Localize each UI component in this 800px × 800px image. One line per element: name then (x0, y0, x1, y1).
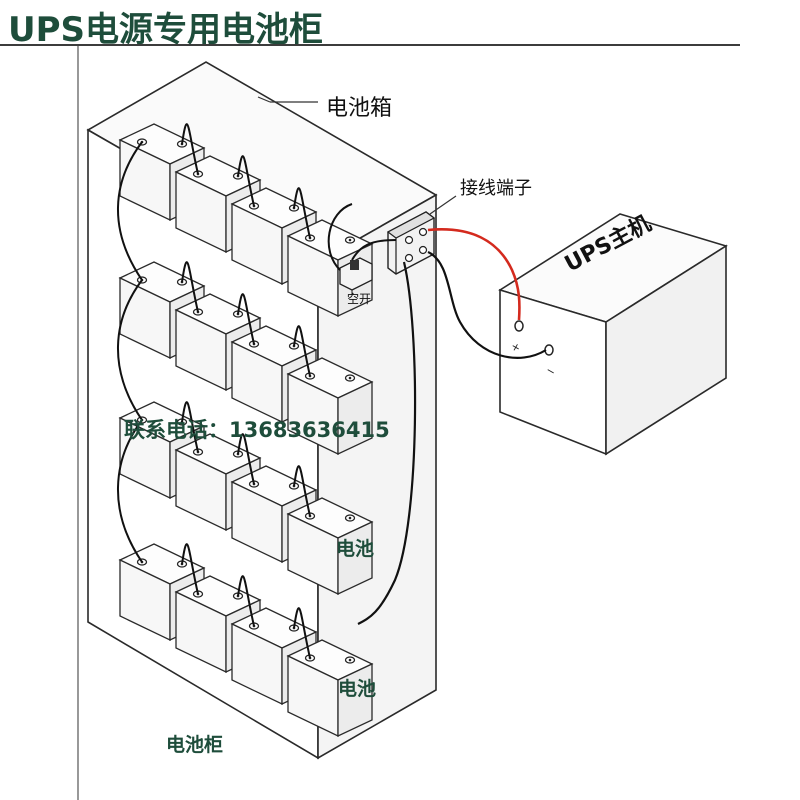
terminal-block-label: 接线端子 (460, 178, 532, 199)
jumper-cable (181, 543, 199, 595)
layer-link-cable (117, 279, 143, 421)
negative-cable (427, 250, 547, 359)
positive-cable (427, 228, 521, 321)
battery (286, 639, 374, 738)
battery-label-lower: 电池 (338, 678, 377, 700)
breaker-cable (351, 239, 397, 261)
jumper-cable (237, 575, 255, 627)
main-negative-cable (357, 261, 417, 625)
jumper-cable (237, 155, 255, 207)
title-underline (0, 44, 740, 46)
contact-phone: 联系电话：13683636415 (124, 418, 390, 442)
breaker-battery-cable (327, 203, 353, 271)
battery-array (117, 123, 374, 738)
battery-box-label: 电池箱 (326, 96, 393, 121)
layer-link-cable (117, 141, 143, 281)
breaker-label: 空开 (347, 292, 372, 306)
page-title: UPS电源专用电池柜 (8, 10, 324, 50)
jumper-cable (237, 433, 255, 485)
ups-terminals: + − (509, 320, 558, 379)
jumper-cable (237, 293, 255, 345)
terminal-block (386, 211, 436, 275)
cabinet-label: 电池柜 (166, 734, 224, 756)
ups-host-box (498, 213, 728, 456)
jumper-cable (181, 261, 199, 313)
layer-link-cable (117, 419, 143, 563)
jumper-cable (293, 607, 311, 659)
breaker-switch (339, 257, 373, 296)
terminal-leader (429, 195, 457, 215)
jumper-cable (293, 465, 311, 517)
jumper-cable (293, 325, 311, 377)
jumper-cable (181, 401, 199, 453)
jumper-cable (293, 187, 311, 239)
jumper-cable (181, 123, 199, 175)
battery-label-upper: 电池 (336, 538, 375, 560)
